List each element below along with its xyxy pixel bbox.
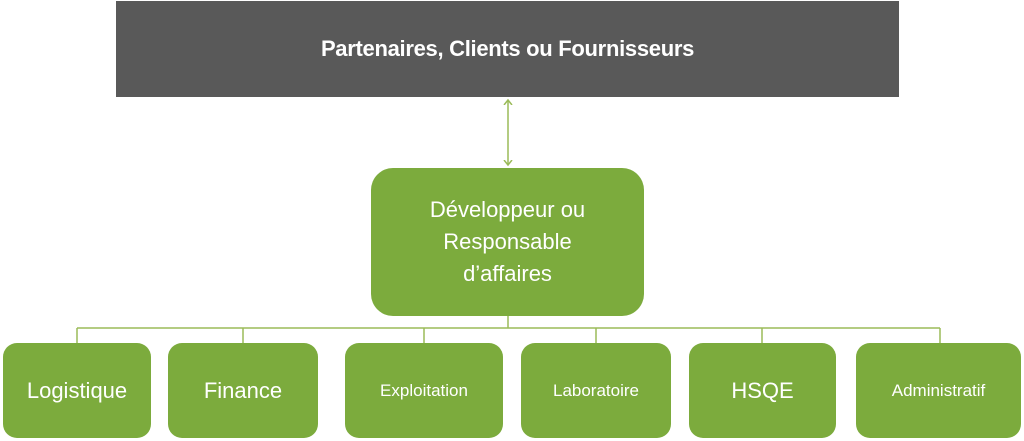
dept-finance: Finance [168, 343, 318, 438]
dept-label: Administratif [891, 380, 986, 400]
partners-box: Partenaires, Clients ou Fournisseurs [116, 1, 899, 97]
dept-label: Exploitation [380, 380, 468, 400]
dept-hsqe: HSQE [689, 343, 836, 438]
center-line-2: Responsable [443, 229, 572, 254]
dept-label: Laboratoire [552, 380, 639, 400]
dept-label: Logistique [26, 377, 128, 403]
center-line-1: Développeur ou [429, 197, 586, 222]
business-developer-box: Développeur ou Responsable d’affaires [371, 168, 644, 316]
dept-administratif: Administratif [856, 343, 1021, 438]
dept-label: Finance [203, 377, 283, 403]
dept-logistique: Logistique [3, 343, 151, 438]
dept-exploitation: Exploitation [345, 343, 503, 438]
dept-laboratoire: Laboratoire [521, 343, 671, 438]
center-line-3: d’affaires [463, 261, 552, 286]
dept-label: HSQE [731, 377, 794, 403]
partners-label: Partenaires, Clients ou Fournisseurs [320, 36, 695, 61]
